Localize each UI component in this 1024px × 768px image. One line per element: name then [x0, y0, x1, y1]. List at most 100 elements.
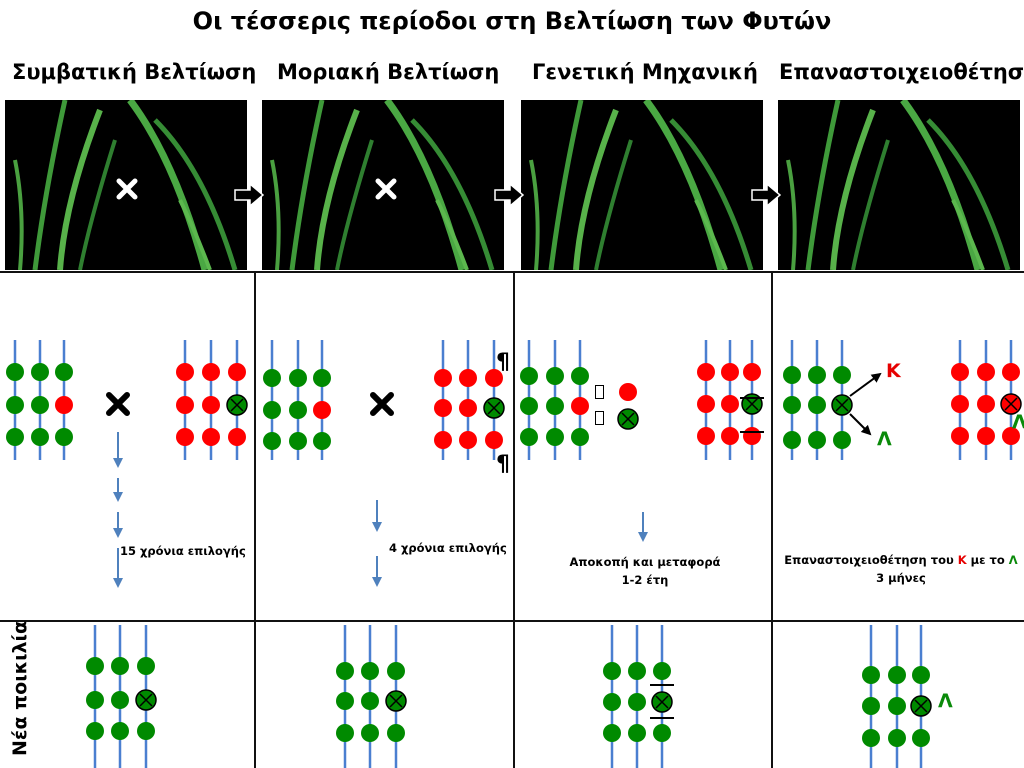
caption-letter-k: Κ: [957, 553, 967, 567]
green-allele: [55, 428, 73, 446]
caption-letter-l: Λ: [1008, 553, 1018, 567]
green-allele: [361, 692, 379, 710]
pilcrow-symbol: ¶: [496, 350, 510, 375]
green-allele: [628, 662, 646, 680]
red-allele: [459, 399, 477, 417]
caption-line: Επαναστοιχειοθέτηση του Κ με το Λ: [775, 553, 1024, 567]
cross-icon: [116, 178, 138, 200]
red-allele: [176, 396, 194, 414]
green-allele: [336, 692, 354, 710]
divider: [771, 271, 773, 768]
caption-text: με το: [966, 553, 1009, 567]
green-allele: [387, 662, 405, 680]
green-allele: [808, 431, 826, 449]
red-allele: [55, 396, 73, 414]
green-allele: [6, 428, 24, 446]
green-allele: [862, 666, 880, 684]
divider: [0, 620, 1024, 622]
green-allele: [912, 729, 930, 747]
green-allele: [628, 693, 646, 711]
green-allele: [361, 662, 379, 680]
missing-glyph-icon: [595, 385, 604, 399]
red-allele: [619, 383, 637, 401]
green-allele: [263, 432, 281, 450]
green-allele: [783, 366, 801, 384]
caption-line: 3 μήνες: [876, 571, 926, 585]
green-allele: [336, 662, 354, 680]
divider: [513, 271, 515, 768]
green-allele: [86, 657, 104, 675]
red-allele: [202, 363, 220, 381]
caption-conventional: 15 χρόνια επιλογής: [120, 544, 246, 558]
red-allele: [1002, 363, 1020, 381]
green-allele: [137, 657, 155, 675]
green-allele: [387, 724, 405, 742]
green-allele: [783, 396, 801, 414]
green-allele: [31, 363, 49, 381]
green-allele: [313, 369, 331, 387]
green-allele: [603, 724, 621, 742]
red-allele: [697, 427, 715, 445]
page-title: Οι τέσσερις περίοδοι στη Βελτίωση των Φυ…: [192, 7, 832, 35]
green-allele: [263, 369, 281, 387]
green-allele: [6, 363, 24, 381]
letter-k: Κ: [886, 360, 901, 382]
green-allele: [833, 431, 851, 449]
split-arrow: [849, 413, 872, 436]
green-allele: [313, 432, 331, 450]
allele-cross-mark: [1004, 397, 1018, 411]
green-allele: [520, 397, 538, 415]
green-allele: [111, 691, 129, 709]
green-allele: [808, 396, 826, 414]
allele-cross-mark: [655, 695, 669, 709]
allele-cross-mark: [230, 398, 244, 412]
cross-icon: [375, 178, 397, 200]
red-allele: [202, 428, 220, 446]
red-allele: [571, 397, 589, 415]
red-allele: [176, 363, 194, 381]
green-allele: [912, 666, 930, 684]
red-allele: [485, 369, 503, 387]
red-allele: [1002, 427, 1020, 445]
caption-text: Επαναστοιχειοθέτηση του: [784, 553, 958, 567]
split-arrow: [849, 372, 882, 397]
letter-l-result: Λ: [938, 690, 953, 712]
green-allele: [628, 724, 646, 742]
red-allele: [743, 363, 761, 381]
green-allele: [808, 366, 826, 384]
pilcrow-symbol: ¶: [496, 452, 510, 477]
caption-line: 1-2 έτη: [621, 573, 669, 587]
green-allele: [888, 729, 906, 747]
red-allele: [485, 431, 503, 449]
plant-photo-3: [521, 100, 763, 270]
allele-cross-mark: [914, 699, 928, 713]
red-allele: [176, 428, 194, 446]
red-allele: [977, 395, 995, 413]
green-allele: [520, 428, 538, 446]
allele-cross-mark: [621, 412, 635, 426]
green-allele: [653, 724, 671, 742]
green-allele: [833, 366, 851, 384]
green-allele: [783, 431, 801, 449]
green-allele: [862, 697, 880, 715]
allele-cross-mark: [745, 397, 759, 411]
green-allele: [289, 432, 307, 450]
red-allele: [202, 396, 220, 414]
red-allele: [951, 395, 969, 413]
block-arrow-icon: [234, 183, 264, 207]
red-allele: [721, 427, 739, 445]
green-allele: [520, 367, 538, 385]
divider: [254, 271, 256, 768]
divider: [0, 271, 1024, 273]
red-allele: [951, 363, 969, 381]
green-allele: [571, 367, 589, 385]
green-allele: [31, 396, 49, 414]
red-allele: [697, 363, 715, 381]
red-allele: [951, 427, 969, 445]
plant-photo-4: [778, 100, 1020, 270]
red-allele: [697, 395, 715, 413]
cross-icon: [370, 392, 394, 416]
allele-cross-mark: [835, 398, 849, 412]
red-allele: [743, 427, 761, 445]
